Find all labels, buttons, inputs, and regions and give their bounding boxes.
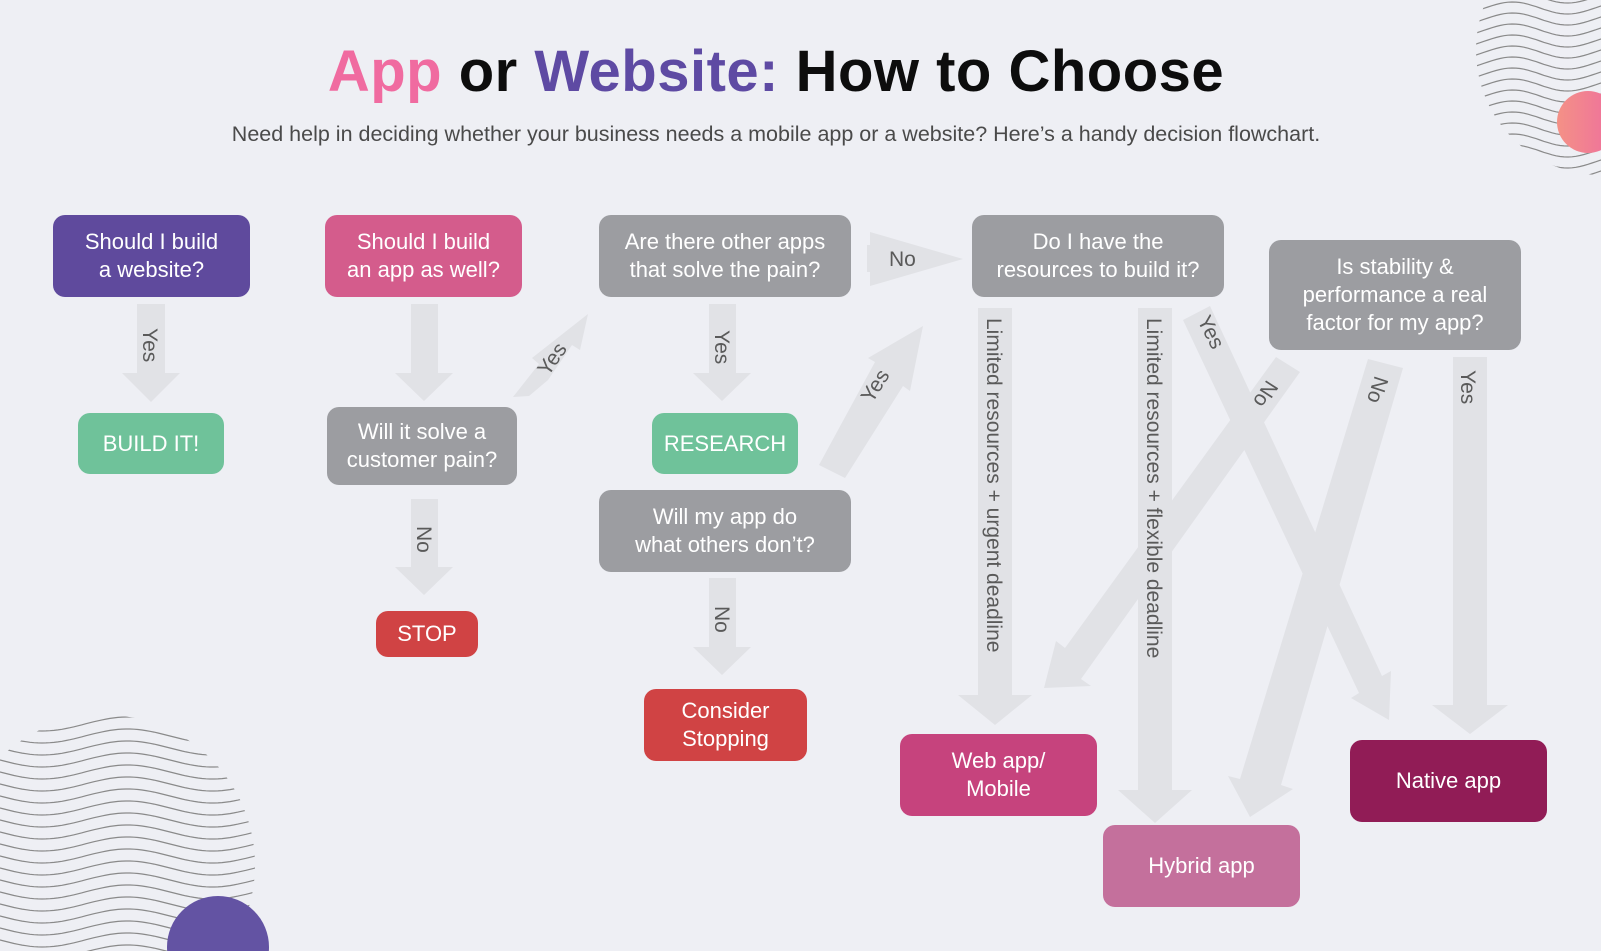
node-stop: STOP (376, 611, 478, 657)
arrow-other-yes (693, 304, 751, 401)
node-build-app: Should I build an app as well? (325, 215, 522, 297)
page-subtitle: Need help in deciding whether your busin… (231, 122, 1321, 146)
label-resources-urgent: Limited resources + urgent deadline (982, 318, 1005, 652)
node-have-resources: Do I have the resources to build it? (972, 215, 1224, 297)
pink-circle-decoration (1557, 91, 1601, 153)
title-or: or (442, 39, 535, 104)
arrow-website-yes (122, 304, 180, 402)
node-native-app: Native app (1350, 740, 1547, 822)
node-build-it: BUILD IT! (78, 413, 224, 474)
arrow-solve-no (395, 499, 453, 595)
label-other-yes: Yes (710, 330, 733, 364)
page-title: App or Website: How to Choose (0, 38, 1552, 105)
node-hybrid-app: Hybrid app (1103, 825, 1300, 907)
node-app-do-others: Will my app do what others don’t? (599, 490, 851, 572)
node-research: RESEARCH (652, 413, 798, 474)
node-solve-pain: Will it solve a customer pain? (327, 407, 517, 485)
node-consider-stopping: Consider Stopping (644, 689, 807, 761)
arrow-resources-yes (1183, 306, 1391, 720)
arrow-solve-yes (513, 314, 588, 397)
label-stability-yes: Yes (1456, 370, 1479, 404)
purple-circle-decoration (167, 896, 269, 951)
title-website: Website: (534, 39, 779, 104)
arrow-stability-no-hybrid (1228, 359, 1403, 817)
title-how-to-choose: How to Choose (778, 39, 1225, 104)
arrow-stability-no-web (1044, 357, 1300, 688)
node-other-apps: Are there other apps that solve the pain… (599, 215, 851, 297)
node-stability: Is stability & performance a real factor… (1269, 240, 1521, 350)
arrow-appdo-yes (819, 326, 923, 478)
arrow-app-down (395, 304, 453, 401)
arrow-resources-urgent (978, 308, 1012, 708)
label-website-yes: Yes (138, 328, 161, 362)
label-appdo-no: No (710, 606, 733, 633)
node-web-app: Web app/ Mobile (900, 734, 1097, 816)
title-app: App (327, 39, 443, 104)
arrow-appdo-no (693, 578, 751, 675)
node-build-website: Should I build a website? (53, 215, 250, 297)
label-solve-no: No (412, 526, 435, 553)
label-other-no: No (889, 248, 916, 271)
arrow-stability-yes (1453, 357, 1487, 707)
label-resources-flexible: Limited resources + flexible deadline (1142, 318, 1165, 658)
